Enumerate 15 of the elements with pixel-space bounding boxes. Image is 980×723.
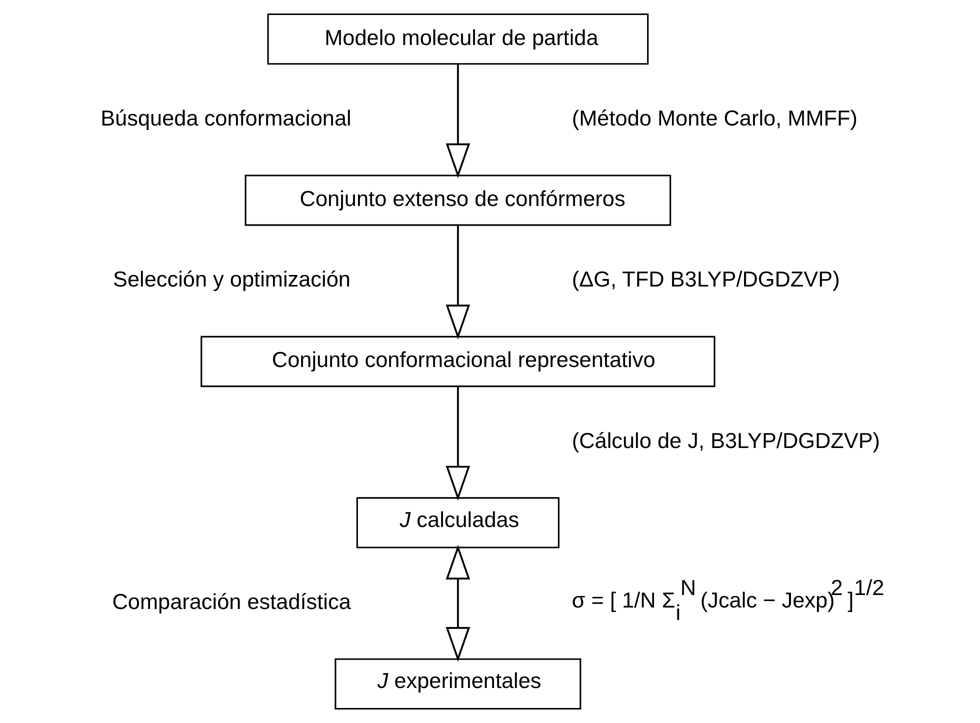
label: (ΔG, TFD B3LYP/DGDZVP)	[571, 266, 840, 292]
arrow	[445, 544, 470, 662]
label: (Cálculo de J, B3LYP/DGDZVP)	[571, 428, 880, 453]
label: Comparación estadística	[112, 589, 350, 614]
arrow	[445, 225, 470, 340]
label: Selección y optimización	[112, 266, 350, 292]
label: (Método Monte Carlo, MMFF)	[571, 105, 858, 130]
node-box: Modelo molecular de partida	[266, 13, 648, 65]
node-box: Conjunto conformacional representativo	[200, 336, 715, 388]
node-box: J calculadas	[356, 497, 559, 548]
label: Búsqueda conformacional	[100, 105, 351, 130]
arrow	[445, 64, 470, 178]
node-box: Conjunto extenso de confórmeros	[244, 174, 671, 226]
node-box: J experimentales	[334, 658, 581, 710]
arrow	[445, 386, 470, 501]
